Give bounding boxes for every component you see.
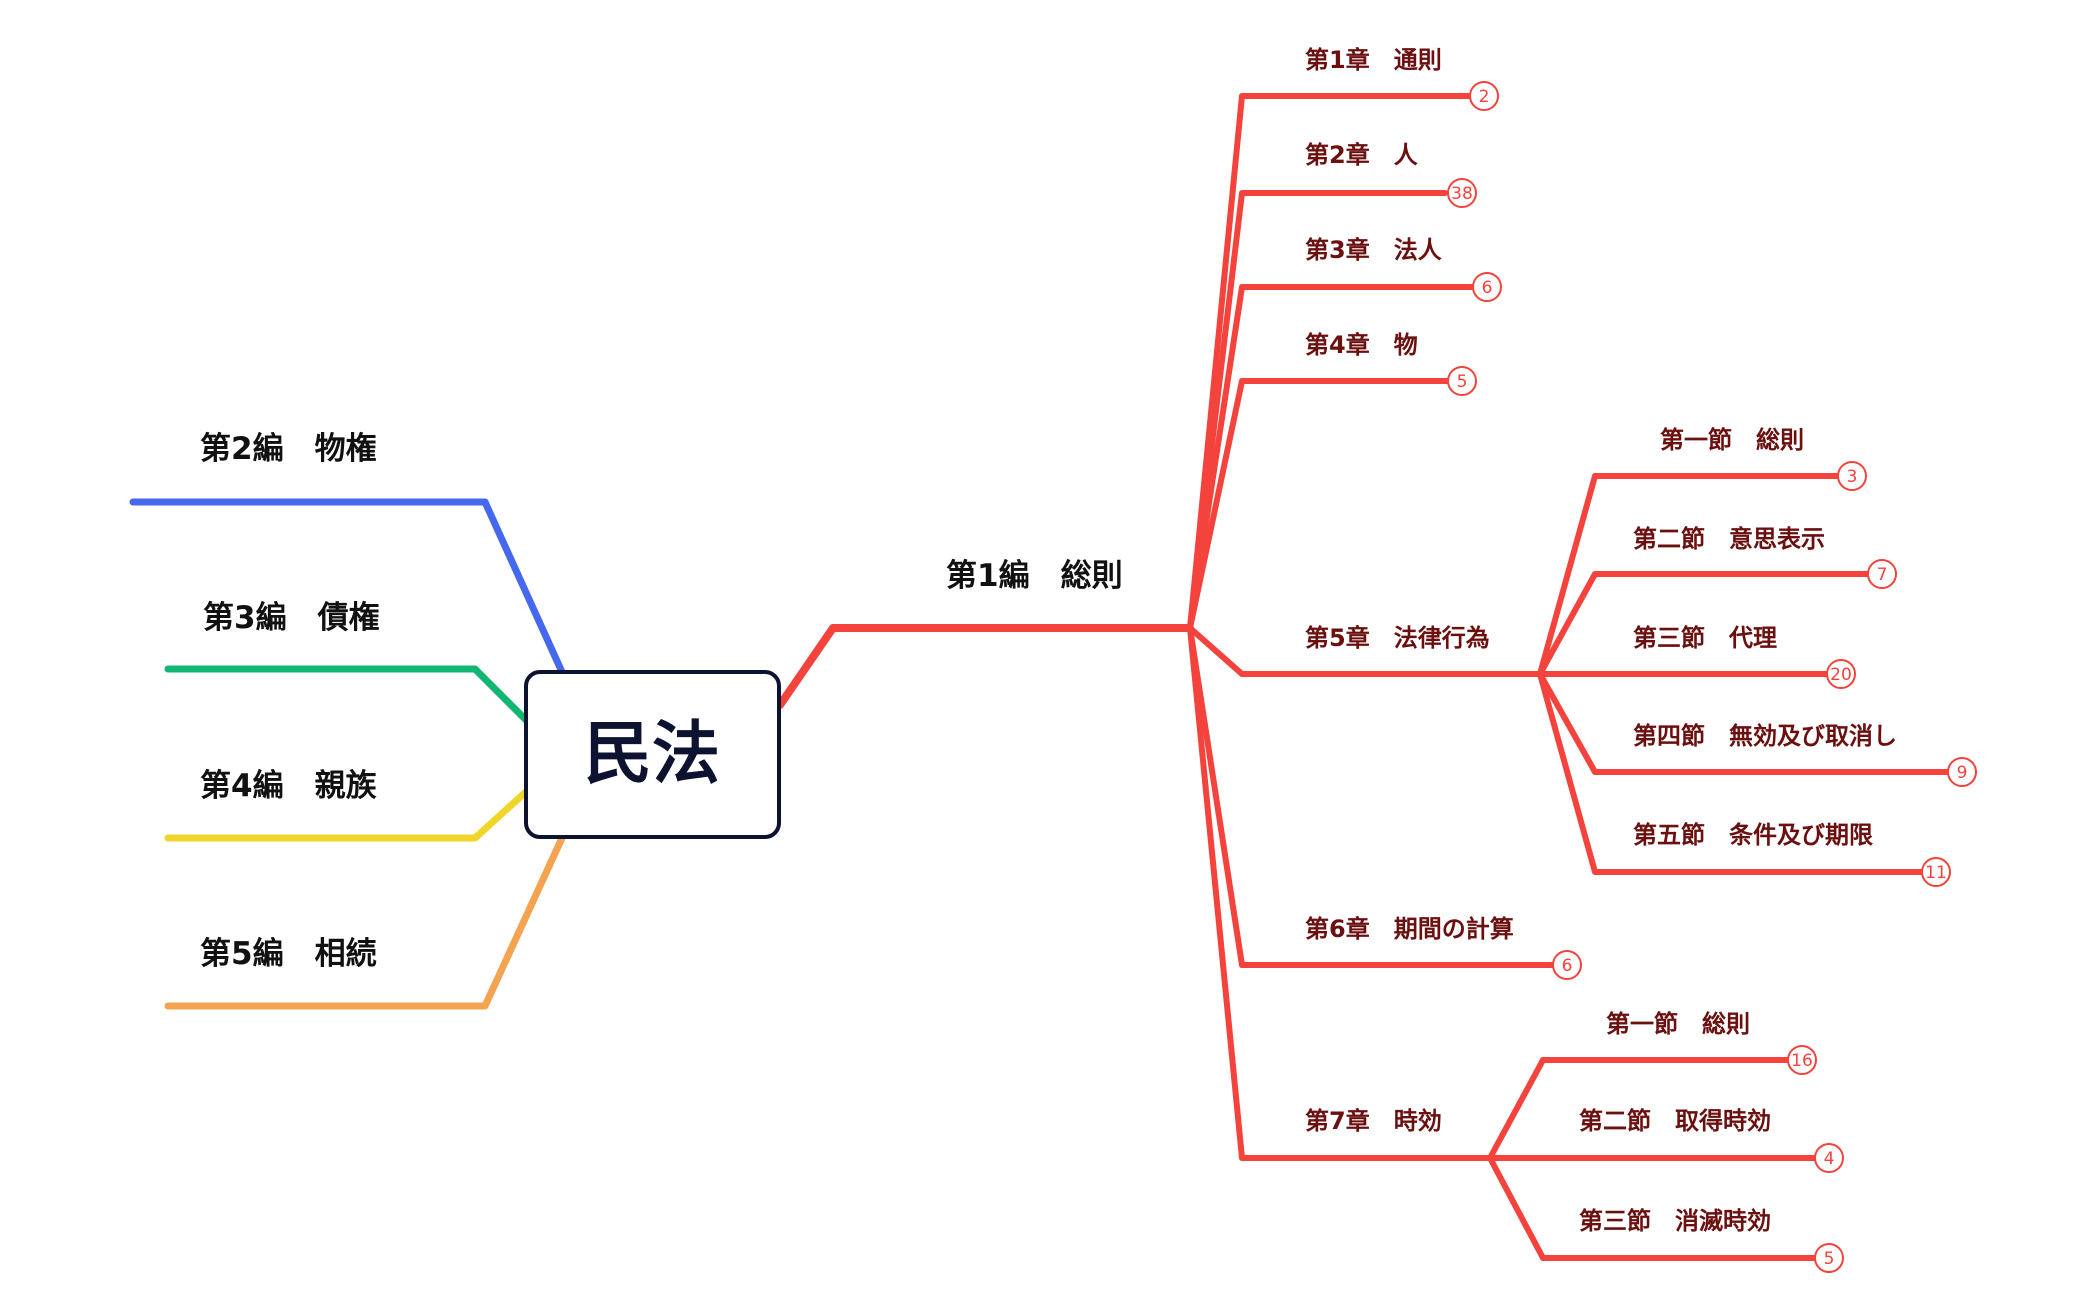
ch7-section-3-count-badge: 5: [1814, 1243, 1844, 1273]
volume-part2-label: 第2編 物権: [200, 431, 377, 467]
chapter-2[interactable]: 第2章 人 38: [1305, 141, 1477, 208]
volume-part4-label: 第4編 親族: [200, 768, 377, 804]
ch5-section-1-label: 第一節 総則: [1660, 426, 1804, 454]
ch5-section-2-count: 7: [1877, 565, 1888, 585]
ch7-section-2-count: 4: [1824, 1149, 1835, 1169]
chapter-3-count-badge: 6: [1472, 272, 1502, 302]
branch-chapter-6: [1187, 625, 1556, 968]
ch7-section-1[interactable]: 第一節 総則 16: [1606, 1010, 1817, 1075]
ch5-section-4-count-badge: 9: [1947, 757, 1977, 787]
ch5-section-5-label: 第五節 条件及び期限: [1633, 821, 1873, 849]
ch5-section-1[interactable]: 第一節 総則 3: [1660, 426, 1867, 491]
chapter-1-count: 2: [1479, 87, 1490, 107]
volume-part5[interactable]: 第5編 相続: [200, 936, 377, 972]
ch7-section-3-label: 第三節 消滅時効: [1579, 1207, 1771, 1235]
ch5-section-1-count-badge: 3: [1837, 461, 1867, 491]
chapter-6[interactable]: 第6章 期間の計算 6: [1305, 915, 1582, 980]
ch5-section-1-count: 3: [1847, 467, 1858, 487]
chapter-2-count: 38: [1451, 184, 1473, 204]
branch-chapter-2: [1187, 190, 1448, 631]
chapter-6-count: 6: [1562, 956, 1573, 976]
ch5-section-4-label: 第四節 無効及び取消し: [1633, 722, 1897, 750]
ch7-section-1-label: 第一節 総則: [1606, 1010, 1750, 1038]
ch5-section-2-count-badge: 7: [1867, 559, 1897, 589]
chapter-1-label: 第1章 通則: [1305, 46, 1442, 74]
branch-ch7-sec3: [1487, 1155, 1818, 1261]
volume-part1-label: 第1編 総則: [946, 558, 1123, 594]
ch7-section-2-count-badge: 4: [1814, 1143, 1844, 1173]
ch5-section-5-count-badge: 11: [1921, 857, 1951, 887]
ch5-section-5-count: 11: [1925, 863, 1947, 883]
ch7-section-3[interactable]: 第三節 消滅時効 5: [1579, 1207, 1844, 1273]
branch-ch5-sec2: [1537, 571, 1871, 677]
chapter-4-label: 第4章 物: [1305, 331, 1418, 359]
branch-part4: [164, 786, 532, 842]
ch5-section-5[interactable]: 第五節 条件及び期限 11: [1633, 821, 1951, 887]
ch5-section-4-count: 9: [1957, 763, 1968, 783]
branch-part3: [164, 665, 532, 726]
branch-ch5-sec1: [1537, 473, 1841, 677]
ch5-section-3-count-badge: 20: [1826, 659, 1856, 689]
chapter-3[interactable]: 第3章 法人 6: [1305, 236, 1502, 302]
volume-part3[interactable]: 第3編 債権: [203, 600, 380, 636]
branch-chapter-1: [1187, 93, 1473, 631]
root-node[interactable]: 民法: [524, 670, 781, 839]
ch5-section-3-label: 第三節 代理: [1633, 624, 1777, 652]
branch-part1: [776, 624, 1194, 709]
volume-part2[interactable]: 第2編 物権: [200, 431, 377, 467]
ch5-section-2[interactable]: 第二節 意思表示 7: [1633, 525, 1897, 589]
chapter-7[interactable]: 第7章 時効: [1305, 1107, 1442, 1135]
ch7-section-3-count: 5: [1824, 1249, 1835, 1269]
chapter-3-count: 6: [1482, 278, 1493, 298]
branch-ch5-sec5: [1537, 671, 1925, 875]
chapter-5[interactable]: 第5章 法律行為: [1305, 624, 1490, 652]
branch-ch7-sec1: [1487, 1057, 1791, 1161]
volume-part1[interactable]: 第1編 総則: [946, 558, 1123, 594]
chapter-1-count-badge: 2: [1469, 81, 1499, 111]
chapter-3-label: 第3章 法人: [1305, 236, 1442, 264]
volume-part3-label: 第3編 債権: [203, 600, 380, 636]
ch5-section-3[interactable]: 第三節 代理 20: [1633, 624, 1856, 689]
root-label: 民法: [584, 715, 720, 794]
chapter-4-count: 5: [1457, 372, 1468, 392]
chapter-2-label: 第2章 人: [1305, 141, 1418, 169]
chapter-5-label: 第5章 法律行為: [1305, 624, 1490, 652]
chapter-7-label: 第7章 時効: [1305, 1107, 1442, 1135]
chapter-6-label: 第6章 期間の計算: [1305, 915, 1514, 943]
ch7-section-2-label: 第二節 取得時効: [1579, 1107, 1771, 1135]
ch7-section-1-count-badge: 16: [1787, 1045, 1817, 1075]
chapter-2-count-badge: 38: [1447, 178, 1477, 208]
right-branches: [776, 93, 1951, 1261]
ch5-section-3-count: 20: [1830, 665, 1852, 685]
branch-ch5-sec4: [1537, 671, 1951, 775]
branch-part2: [129, 498, 566, 676]
chapter-4[interactable]: 第4章 物 5: [1305, 331, 1477, 396]
ch7-section-2[interactable]: 第二節 取得時効 4: [1579, 1107, 1844, 1173]
chapter-6-count-badge: 6: [1552, 950, 1582, 980]
ch5-section-2-label: 第二節 意思表示: [1633, 525, 1825, 553]
branch-chapter-5: [1187, 625, 1543, 677]
root-box: [524, 670, 781, 839]
branch-part5: [164, 834, 566, 1010]
branch-chapter-3: [1187, 284, 1476, 631]
chapter-1[interactable]: 第1章 通則 2: [1305, 46, 1499, 111]
branch-chapter-4: [1187, 378, 1451, 631]
chapter-4-count-badge: 5: [1447, 366, 1477, 396]
left-branches: [129, 498, 566, 1010]
ch7-section-1-count: 16: [1791, 1051, 1813, 1071]
branch-chapter-7: [1187, 625, 1493, 1161]
volume-part4[interactable]: 第4編 親族: [200, 768, 377, 804]
volume-part5-label: 第5編 相続: [200, 936, 377, 972]
ch5-section-4[interactable]: 第四節 無効及び取消し 9: [1633, 722, 1977, 787]
